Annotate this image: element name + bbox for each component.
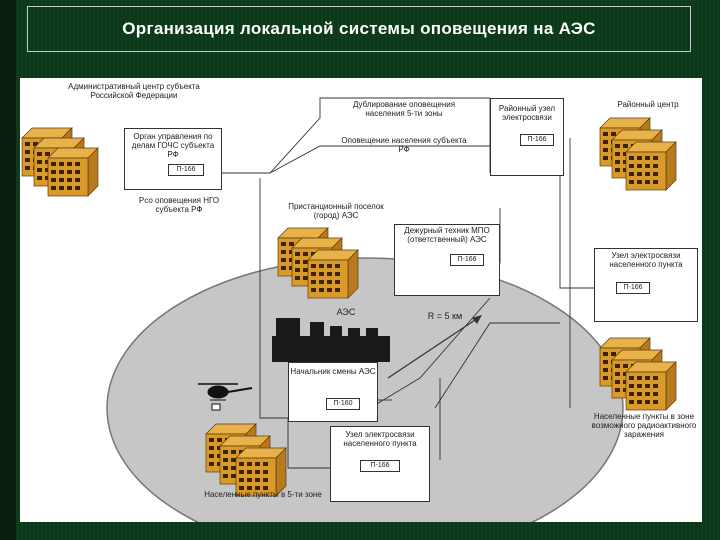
slide-left-bar: [0, 0, 16, 540]
helicopter-icon: [198, 383, 253, 411]
label-organ-gochs: Орган управления по делам ГОЧС субъекта …: [131, 132, 215, 159]
p166-unit-e: П-166: [360, 460, 400, 472]
diagram-canvas: П-166 П-166 П-166 П-166 П-160 П-166 Адми…: [20, 78, 702, 522]
label-opoveshch: Оповещение населения субъекта РФ: [341, 136, 467, 154]
title-box: Организация локальной системы оповещения…: [27, 6, 691, 52]
p166-unit-a: П-166: [168, 164, 204, 176]
label-privokz: Пристанционный поселок (город) АЭС: [288, 202, 384, 220]
label-dezhurny: Дежурный техник МПО (ответственный) АЭС: [404, 226, 490, 244]
label-rso: Рсо оповещения НГО субъекта РФ: [138, 196, 220, 214]
p166-unit-c: П-166: [450, 254, 484, 266]
label-rayon-center: Районный центр: [617, 100, 679, 109]
p166-unit-b: П-166: [520, 134, 554, 146]
label-np-zone-right: Населенные пункты в зоне возможного ради…: [591, 412, 697, 439]
label-rayon-uzel: Районный узел электросвязи: [498, 104, 556, 122]
npp-plant-icon: [272, 318, 390, 362]
p160-unit: П-160: [326, 398, 360, 410]
building-icon: [599, 117, 677, 191]
radius-arrow: [387, 317, 479, 379]
p166-unit-d: П-166: [616, 282, 650, 294]
label-aes: АЭС: [336, 307, 356, 317]
label-dublir: Дублирование оповещения населения 5-ти з…: [352, 100, 456, 118]
label-admin-center: Административный центр субъекта Российск…: [68, 82, 200, 100]
label-nach-smeny: Начальник смены АЭС: [290, 367, 376, 376]
page-title: Организация локальной системы оповещения…: [122, 19, 596, 38]
organ-gochs-box: [124, 128, 222, 190]
label-radius: R = 5 км: [427, 311, 463, 321]
connection-lines: [220, 97, 600, 469]
label-uzel-np2: Узел электросвязи населенного пункта: [343, 430, 417, 448]
label-np-zone-left: Населенные пункты в 5-ти зоне: [204, 490, 322, 499]
building-icon: [21, 127, 99, 197]
nach-smeny-box: [288, 362, 378, 422]
label-uzel-np: Узел электросвязи населенного пункта: [609, 251, 683, 269]
